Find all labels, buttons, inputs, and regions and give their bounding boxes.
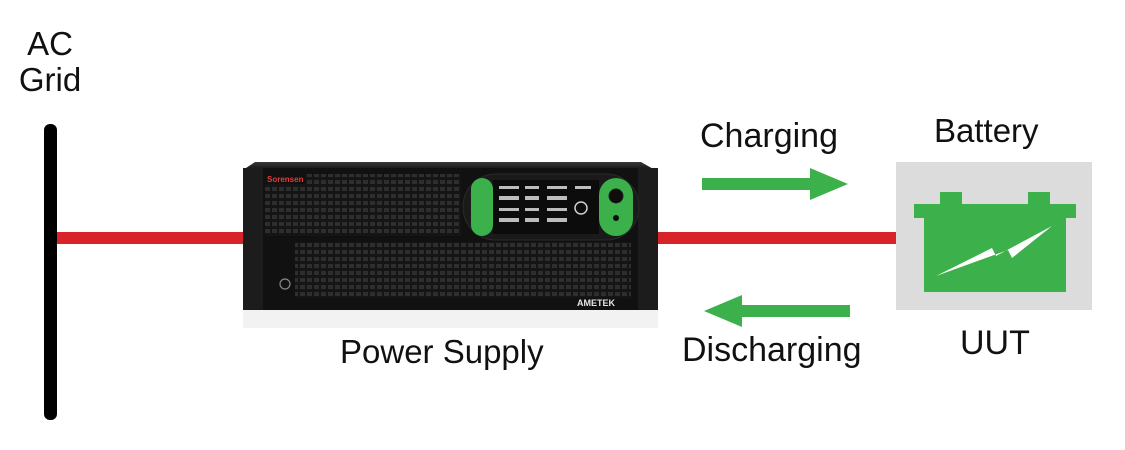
power-supply-image: Sorensen AMETEK [243,162,658,328]
psu-knob [608,188,624,204]
psu-rack-ear-right [638,168,658,310]
ac-grid-bar [44,124,57,420]
wire-grid-to-psu [57,232,247,244]
psu-port [613,215,619,221]
wire-psu-to-battery [655,232,899,244]
lightning-bolt-icon [936,226,1052,276]
charging-arrow-icon [702,168,848,200]
charging-label: Charging [700,117,838,155]
ac-label-line1: AC [27,25,73,62]
psu-maker-text: AMETEK [577,298,616,308]
battery-icon [914,192,1076,292]
psu-brand-plate [265,174,305,184]
psu-rack-ear-left [243,168,263,310]
psu-reflection [243,310,658,328]
psu-brand-text: Sorensen [267,175,304,184]
ac-grid-label: AC Grid [14,25,86,99]
psu-display-left-accent [471,178,493,236]
uut-label: UUT [960,324,1030,362]
battery-title: Battery [934,112,1039,149]
power-button-icon [279,278,291,290]
discharging-label: Discharging [682,331,862,369]
ac-label-line2: Grid [18,61,82,99]
discharging-arrow-icon [704,295,850,327]
psu-display-right-accent [599,178,633,236]
psu-upper-vent [265,174,461,236]
power-supply-label: Power Supply [340,333,544,370]
psu-lower-vent [295,242,631,298]
